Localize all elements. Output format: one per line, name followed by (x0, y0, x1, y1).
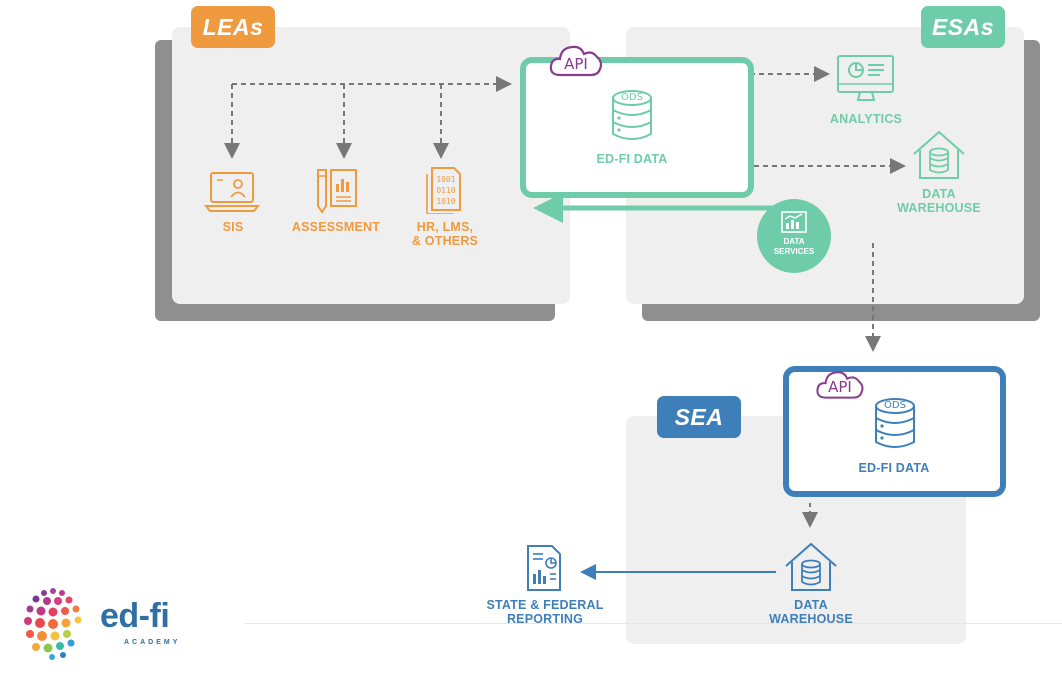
house-database-icon (913, 130, 965, 179)
cloud-api-icon (549, 45, 603, 77)
lea-tag: LEAs (191, 6, 275, 48)
sea-tag: SEA (657, 396, 741, 438)
hr-lms-label: HR, LMS, & OTHERS (400, 220, 490, 248)
data-services-line1: DATA (783, 237, 805, 246)
baseline-divider (245, 623, 1062, 624)
analytics-label: ANALYTICS (829, 112, 903, 126)
report-icon (527, 545, 561, 591)
svg-text:1010: 1010 (436, 197, 455, 206)
data-services-line2: SERVICES (773, 247, 815, 256)
ods-text-sea: ODS (884, 400, 906, 411)
esa-dw-line2: WAREHOUSE (897, 201, 981, 215)
sea-dw-label: DATA WAREHOUSE (756, 598, 866, 626)
binary-file-icon: 1001 0110 1010 (426, 167, 461, 214)
ed-fi-logo-mark (24, 588, 82, 660)
svg-text:1001: 1001 (436, 175, 455, 184)
reporting-label: STATE & FEDERAL REPORTING (470, 598, 620, 626)
hr-lms-line1: HR, LMS, (416, 220, 474, 234)
database-icon-sea (875, 398, 915, 448)
svg-text:0110: 0110 (436, 186, 455, 195)
chart-circle-icon (781, 211, 807, 233)
database-icon (612, 90, 652, 140)
sea-dw-line2: WAREHOUSE (769, 612, 853, 626)
ed-fi-logo-sub: ACADEMY (124, 639, 181, 646)
data-services-label: DATA SERVICES (761, 237, 827, 257)
ed-fi-data-label-top: ED-FI DATA (596, 152, 668, 166)
ods-text-top: ODS (621, 92, 643, 103)
api-text-top: API (564, 55, 588, 73)
laptop-icon (204, 172, 260, 212)
house-database-icon-sea (785, 542, 837, 591)
monitor-chart-icon (837, 55, 894, 101)
esa-dw-line1: DATA (922, 187, 956, 201)
ed-fi-logo-text: ed-fi (100, 597, 170, 635)
esa-tag: ESAs (921, 6, 1005, 48)
assessment-icon (317, 169, 357, 214)
lea-panel (172, 27, 570, 304)
api-text-sea: API (828, 378, 852, 396)
reporting-line1: STATE & FEDERAL (486, 598, 604, 612)
sea-dw-line1: DATA (794, 598, 828, 612)
sis-label: SIS (222, 220, 244, 234)
cloud-api-icon-sea (816, 371, 864, 399)
assessment-label: ASSESSMENT (291, 220, 381, 234)
esa-dw-label: DATA WAREHOUSE (884, 187, 994, 215)
reporting-line2: REPORTING (506, 612, 584, 626)
ed-fi-data-label-sea: ED-FI DATA (858, 461, 930, 475)
hr-lms-line2: & OTHERS (411, 234, 479, 248)
